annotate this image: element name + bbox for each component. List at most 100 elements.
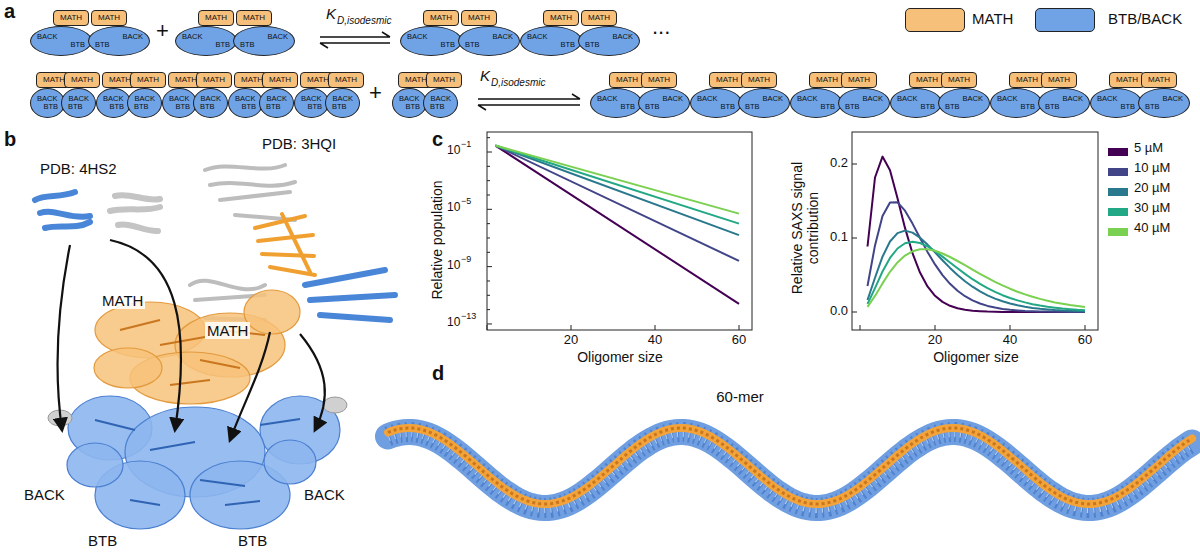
tick-label: 40 bbox=[648, 333, 662, 348]
assembly-arrows-part bbox=[300, 334, 325, 430]
domain-name: MATH bbox=[109, 76, 131, 84]
domain-name: BTB bbox=[720, 103, 735, 111]
axis-tick bbox=[487, 295, 490, 296]
structure-3hqi-part-part bbox=[282, 214, 310, 272]
domain-name: MATH bbox=[60, 14, 82, 22]
math-domain-box: MATH bbox=[423, 10, 459, 26]
domain-name: MATH bbox=[616, 76, 638, 84]
domain-name: BACK bbox=[407, 33, 427, 41]
population-line bbox=[495, 146, 739, 236]
assembled-dimer-part bbox=[94, 290, 300, 404]
axis-tick bbox=[739, 325, 740, 330]
math-core bbox=[388, 428, 1192, 504]
tick-label: 60 bbox=[732, 333, 746, 348]
domain-name: BACK bbox=[863, 95, 883, 103]
domain-name: MATH bbox=[43, 76, 65, 84]
tick-label: 0.1 bbox=[830, 230, 848, 245]
math-core-texture bbox=[388, 428, 1192, 504]
tick-label: 10 bbox=[447, 316, 460, 330]
tick-label: 10 bbox=[447, 259, 460, 273]
domain-name: BTB bbox=[440, 41, 455, 49]
domain-name: MATH bbox=[335, 76, 357, 84]
axis-tick bbox=[487, 209, 492, 210]
axis-title: Relative SAXS signal contribution bbox=[789, 153, 821, 303]
domain-name: BTB bbox=[820, 103, 835, 111]
domain-name: BACK bbox=[123, 33, 143, 41]
domain-name: BTB bbox=[745, 103, 760, 111]
btb-back-lobe: BACKBTB bbox=[690, 88, 742, 118]
btb-back-lobe: BACKBTB bbox=[458, 26, 520, 56]
math-domain-box: MATH bbox=[328, 72, 364, 88]
structure-3hqi-part-part bbox=[258, 235, 313, 241]
assembled-dimer-part-part bbox=[264, 440, 316, 484]
domain-name: BACK bbox=[897, 95, 917, 103]
structure-3hqi-part-part bbox=[190, 281, 265, 290]
domain-name: MATH bbox=[71, 76, 93, 84]
btb-back-lobe: BACKBTB bbox=[838, 88, 890, 118]
math-domain-box: MATH bbox=[841, 72, 877, 88]
domain-name: BACK bbox=[1097, 95, 1117, 103]
structure-3hqi-part-part bbox=[205, 165, 285, 170]
structure-4hs2-part-part bbox=[45, 222, 90, 228]
math-domain-box: MATH bbox=[543, 10, 579, 26]
domain-name: MATH bbox=[848, 76, 870, 84]
saxs-curve bbox=[868, 242, 1086, 311]
btb-back-lobe: BACKBTB bbox=[96, 88, 131, 118]
domain-name: BTB bbox=[560, 41, 575, 49]
domain-name: BACK bbox=[37, 95, 57, 103]
domain-name: MATH bbox=[405, 76, 427, 84]
domain-name: MATH bbox=[588, 14, 610, 22]
assembled-dimer-part bbox=[95, 419, 300, 505]
axis-tick bbox=[852, 164, 857, 165]
domain-name: BACK bbox=[493, 33, 513, 41]
axis-tick bbox=[487, 223, 490, 224]
domain-name: BTB bbox=[240, 41, 255, 49]
math-domain-box: MATH bbox=[709, 72, 745, 88]
btb-back-lobe: BACKBTB bbox=[127, 88, 162, 118]
btb-back-lobe: BACKBTB bbox=[423, 88, 458, 118]
axis-tick bbox=[487, 309, 490, 310]
tick-exponent: −5 bbox=[461, 196, 471, 206]
population-line bbox=[495, 146, 739, 224]
btb-back-lobe: BACKBTB bbox=[162, 88, 197, 118]
tick-exponent: −9 bbox=[461, 254, 471, 264]
structure-4hs2-part-part bbox=[35, 192, 75, 200]
axis-tick bbox=[655, 325, 656, 330]
math-domain-box: MATH bbox=[196, 72, 232, 88]
axis-tick bbox=[487, 166, 490, 167]
assembled-dimer-part-part bbox=[67, 443, 123, 487]
domain-name: BTB bbox=[1045, 103, 1060, 111]
domain-name: BACK bbox=[663, 95, 683, 103]
btb-back-lobe: BACK BTB bbox=[400, 26, 462, 56]
legend-swatch bbox=[1108, 168, 1128, 176]
legend-text: 5 µM bbox=[1134, 141, 1163, 156]
domain-name: BACK bbox=[763, 95, 783, 103]
domain-name: MATH bbox=[816, 76, 838, 84]
population-line bbox=[495, 146, 739, 214]
domain-name: BACK bbox=[399, 95, 419, 103]
saxs-curve bbox=[868, 249, 1086, 307]
legend-swatch bbox=[1108, 228, 1128, 236]
domain-name: BACK bbox=[135, 95, 155, 103]
btb-back-lobe: BACKBTB bbox=[392, 88, 427, 118]
ellipsis: ... bbox=[652, 14, 670, 39]
domain-name: BACK bbox=[182, 33, 202, 41]
panel-letter: d bbox=[432, 362, 444, 385]
axis-tick bbox=[487, 266, 492, 267]
btb-back-lobe: BACKBTB bbox=[890, 88, 942, 118]
equilibrium-arrows-part bbox=[478, 105, 580, 110]
domain-name: BTB bbox=[430, 103, 445, 111]
domain-name: BACK bbox=[235, 95, 255, 103]
axis-tick bbox=[487, 194, 490, 195]
domain-name: BTB bbox=[215, 41, 230, 49]
math-domain-box: MATH bbox=[1009, 72, 1045, 88]
domain-name: BTB bbox=[266, 103, 281, 111]
math-domain-box: MATH bbox=[91, 10, 127, 26]
axis-tick bbox=[487, 280, 490, 281]
btb-back-lobe: BACKBTB bbox=[233, 26, 295, 56]
structure-3hqi-part bbox=[205, 165, 295, 220]
domain-name: BTB bbox=[620, 103, 635, 111]
structure-3hqi-part-part bbox=[305, 270, 385, 285]
domain-name: BACK bbox=[103, 95, 123, 103]
domain-name: MATH bbox=[205, 14, 227, 22]
